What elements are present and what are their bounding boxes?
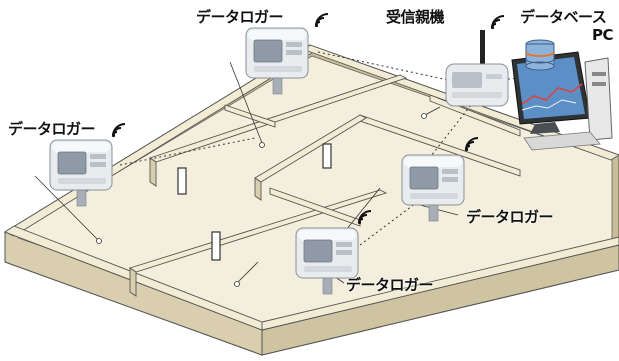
database-icon	[525, 39, 555, 71]
doorways	[177, 143, 332, 261]
database-label: データベース	[520, 8, 607, 26]
receiver-icon	[445, 30, 509, 107]
logger-label-left: データロガー	[8, 120, 96, 138]
logger-label-top: データロガー	[196, 8, 284, 26]
wireless-links	[119, 51, 521, 246]
room-markers	[34, 61, 459, 287]
wifi-icon	[313, 13, 329, 29]
wifi-icon	[110, 123, 126, 139]
logger-label-right: データロガー	[466, 208, 554, 226]
interior-walls	[128, 74, 521, 297]
logger-label-bottom: データロガー	[346, 276, 434, 294]
receiver-label: 受信親機	[386, 8, 445, 26]
wifi-icon	[489, 15, 505, 31]
pc-label: PC	[592, 26, 614, 44]
computer-icon	[511, 51, 613, 151]
